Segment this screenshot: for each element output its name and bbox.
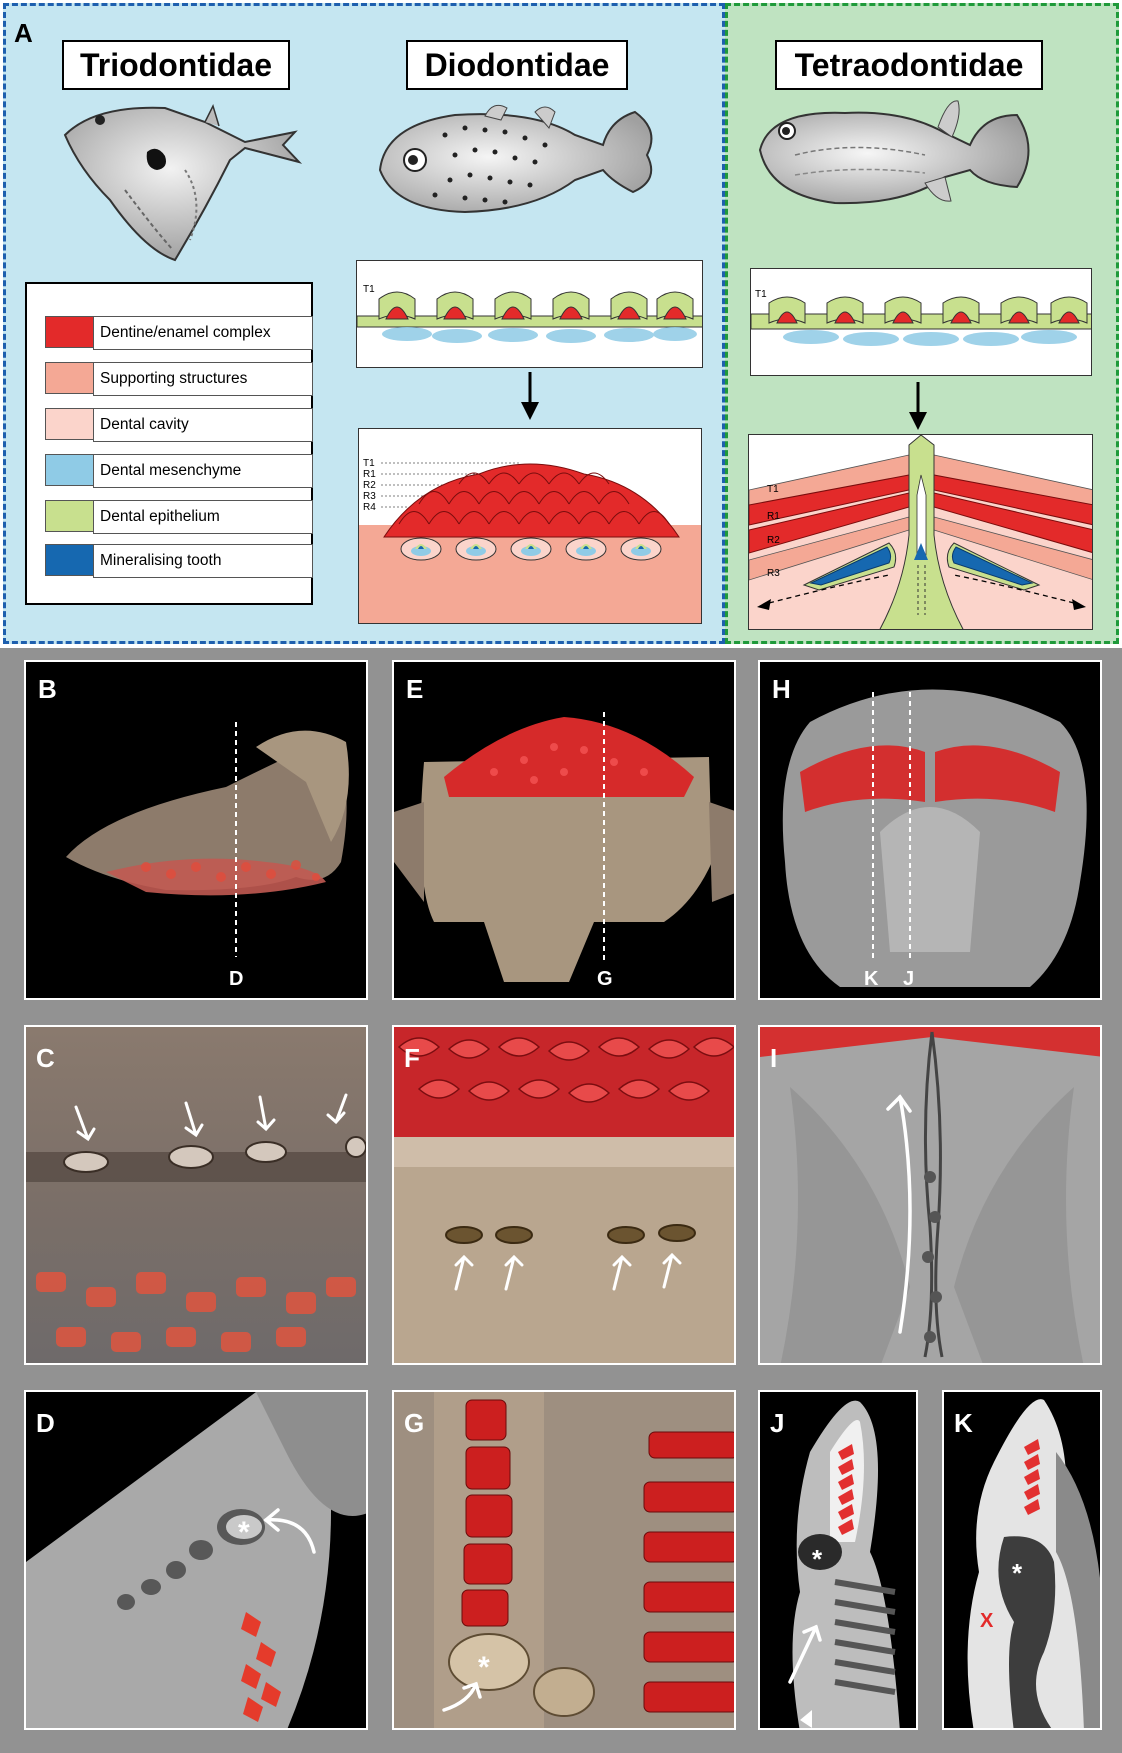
panel-letter-h: H xyxy=(772,674,791,704)
panel-letter-f: F xyxy=(404,1043,420,1073)
panel-f-diodontidae-close-up: F xyxy=(392,1025,736,1365)
dio-layer-r4: R4 xyxy=(363,502,376,513)
tet-layer-r3: R3 xyxy=(767,568,780,579)
panel-k-tetraodontidae-section: * X K xyxy=(942,1390,1102,1730)
asterisk-marker-d: * xyxy=(238,1516,250,1549)
legend-item-dental-cavity: Dental cavity xyxy=(45,408,313,442)
section-line-label-d: D xyxy=(229,968,243,990)
panel-i-tetraodontidae-close-up: I xyxy=(758,1025,1102,1365)
legend-label: Supporting structures xyxy=(93,362,313,396)
panel-letter-a: A xyxy=(14,18,33,49)
legend-swatch-dental-epithelium xyxy=(45,500,95,532)
tetraodontidae-replacement-schematic: T1 R1 R2 R3 xyxy=(748,434,1093,630)
legend-item-mineralising-tooth: Mineralising tooth xyxy=(45,544,313,578)
asterisk-marker-g: * xyxy=(478,1651,490,1684)
legend-item-dental-mesenchyme: Dental mesenchyme xyxy=(45,454,313,488)
diodontidae-replacement-schematic: T1 R1 R2 R3 R4 xyxy=(358,428,702,624)
legend-swatch-supporting-structures xyxy=(45,362,95,394)
panel-h-tetraodontidae-jaw: H K J xyxy=(758,660,1102,1000)
legend-label: Dental epithelium xyxy=(93,500,313,534)
panel-letter-i: I xyxy=(770,1043,777,1073)
section-line-label-j: J xyxy=(903,968,914,990)
panel-letter-j: J xyxy=(770,1408,784,1438)
triodontidae-fish-illustration xyxy=(55,100,315,275)
diodontidae-initiation-schematic: T1 xyxy=(356,260,703,368)
legend: Dentine/enamel complex Supporting struct… xyxy=(25,282,313,605)
panel-j-tetraodontidae-section: * J xyxy=(758,1390,918,1730)
family-label-tetraodontidae: Tetraodontidae xyxy=(775,40,1043,90)
legend-swatch-dental-mesenchyme xyxy=(45,454,95,486)
dio-top-t1-label: T1 xyxy=(363,284,375,295)
dio-layer-r1: R1 xyxy=(363,469,376,480)
tetraodontidae-fish-illustration xyxy=(755,95,1075,220)
panel-c-triodontidae-close-up: C xyxy=(24,1025,368,1365)
dio-layer-r2: R2 xyxy=(363,480,376,491)
legend-label: Dental cavity xyxy=(93,408,313,442)
legend-label: Dental mesenchyme xyxy=(93,454,313,488)
tet-layer-t1: T1 xyxy=(767,484,779,495)
legend-swatch-mineralising-tooth xyxy=(45,544,95,576)
legend-label: Mineralising tooth xyxy=(93,544,313,578)
legend-label: Dentine/enamel complex xyxy=(93,316,313,350)
legend-item-dental-epithelium: Dental epithelium xyxy=(45,500,313,534)
asterisk-marker-j: * xyxy=(812,1544,823,1574)
panel-g-diodontidae-section: * G xyxy=(392,1390,736,1730)
tet-layer-r2: R2 xyxy=(767,535,780,546)
dio-layer-r3: R3 xyxy=(363,491,376,502)
family-label-diodontidae: Diodontidae xyxy=(406,40,628,90)
diodontidae-arrow-down xyxy=(518,372,542,422)
panel-d-triodontidae-section: * D xyxy=(24,1390,368,1730)
legend-swatch-dental-cavity xyxy=(45,408,95,440)
dio-layer-labels: T1 R1 R2 R3 R4 xyxy=(363,458,376,513)
panel-letter-e: E xyxy=(406,674,423,704)
panel-letter-d: D xyxy=(36,1408,55,1438)
tet-layer-r1: R1 xyxy=(767,511,780,522)
section-line-label-g: G xyxy=(597,968,613,990)
legend-item-dentine-enamel: Dentine/enamel complex xyxy=(45,316,313,350)
legend-swatch-dentine-enamel xyxy=(45,316,95,348)
diodontidae-fish-illustration xyxy=(375,100,675,230)
panel-letter-c: C xyxy=(36,1043,55,1073)
tetraodontidae-initiation-schematic: T1 xyxy=(750,268,1092,376)
family-label-triodontidae: Triodontidae xyxy=(62,40,290,90)
tet-top-t1-label: T1 xyxy=(755,289,767,300)
dio-layer-t1: T1 xyxy=(363,458,375,469)
panel-letter-g: G xyxy=(404,1408,424,1438)
legend-item-supporting-structures: Supporting structures xyxy=(45,362,313,396)
panel-letter-k: K xyxy=(954,1408,973,1438)
panel-b-triodontidae-jaw: B D xyxy=(24,660,368,1000)
asterisk-marker-k: * xyxy=(1012,1558,1023,1588)
panel-letter-b: B xyxy=(38,674,57,704)
section-line-label-k: K xyxy=(864,968,879,990)
tetraodontidae-arrow-down xyxy=(906,382,930,432)
x-marker-k: X xyxy=(980,1610,994,1632)
panel-e-diodontidae-jaw: E G xyxy=(392,660,736,1000)
